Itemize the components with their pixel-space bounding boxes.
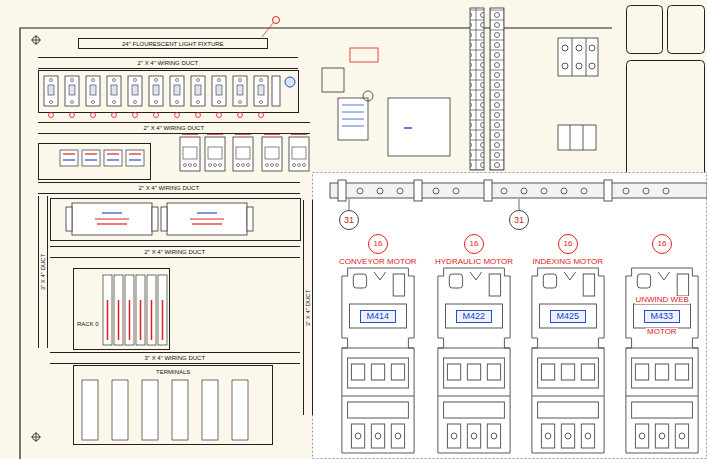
callout-number: 16: [470, 240, 479, 248]
light-fixture: 24" FLOURESCENT LIGHT FIXTURE: [78, 38, 268, 49]
motor-tag: M414: [360, 310, 397, 323]
terminal-strip: TERMINALS: [73, 365, 273, 445]
fixture-label: 24" FLOURESCENT LIGHT FIXTURE: [121, 41, 225, 47]
wiring-duct: 3" X 4" DUCT: [38, 196, 48, 348]
duct-label: 3" X 4" DUCT: [305, 288, 311, 327]
wiring-duct: 3" X 4" WIRING DUCT: [50, 352, 300, 364]
starter-label: MOTOR: [646, 328, 678, 336]
component: [322, 8, 598, 170]
relay-module: [60, 150, 144, 166]
callout-circle: [340, 211, 359, 230]
wiring-duct: 2" X 4" WIRING DUCT: [50, 246, 300, 258]
leader-line: [349, 199, 519, 210]
starter-label: UNWIND WEB: [635, 296, 690, 304]
duct-label: 3" X 4" WIRING DUCT: [144, 355, 207, 361]
title-box: [627, 6, 663, 54]
din-rail: [330, 180, 707, 201]
breaker-panel: [39, 71, 299, 113]
title-box: [627, 61, 705, 181]
terminal-label: TERMINALS: [155, 369, 191, 375]
plc-module: [103, 275, 167, 345]
relay-panel: [39, 144, 151, 180]
leader-line: [262, 23, 273, 37]
motor-starter: INDEXING MOTOR M425: [526, 254, 610, 457]
callout-number: 16: [564, 240, 573, 248]
power-supply-panel: [51, 199, 301, 241]
motor-starter: UNWIND WEB M433MOTOR: [620, 254, 704, 457]
wiring-duct: 2" X 4" WIRING DUCT: [38, 182, 300, 194]
terminal-block: [82, 380, 248, 440]
callout-number: 31: [344, 216, 354, 225]
indicator: [285, 77, 295, 87]
wiring-duct: 3" X 4" DUCT: [303, 200, 313, 415]
duct-label: 2" X 4" WIRING DUCT: [143, 125, 206, 131]
rack-label: RACK 0: [76, 321, 100, 327]
breaker-symbol: [272, 76, 280, 106]
plc-rack: RACK 0: [73, 268, 170, 350]
wiring-duct: 2" X 4" WIRING DUCT: [38, 122, 310, 134]
starter-label: HYDRAULIC MOTOR: [434, 258, 514, 266]
starter-label: CONVEYOR MOTOR: [338, 258, 418, 266]
motor-starter: HYDRAULIC MOTOR M422: [432, 254, 516, 457]
callout-number: 16: [374, 240, 383, 248]
duct-label: 2" X 4" WIRING DUCT: [138, 185, 201, 191]
title-box: [668, 6, 705, 54]
callout-circle: [369, 235, 672, 254]
duct-label: 2" X 4" WIRING DUCT: [137, 60, 200, 66]
detail-inset: [313, 173, 707, 459]
module-marking: [63, 154, 141, 160]
supply-marking: [95, 213, 224, 224]
callout-number: 31: [514, 216, 524, 225]
duct-label: 3" X 4" DUCT: [40, 253, 46, 292]
motor-tag: M422: [456, 310, 493, 323]
balloon: [273, 17, 280, 24]
starter-label: INDEXING MOTOR: [532, 258, 605, 266]
motor-tag: M425: [550, 310, 587, 323]
motor-tag: M433: [644, 310, 681, 323]
wiring-duct: 2" X 4" WIRING DUCT: [38, 57, 298, 69]
power-supply: [66, 203, 253, 235]
callout-number: 16: [658, 240, 667, 248]
duct-label: 2" X 4" WIRING DUCT: [144, 249, 207, 255]
callout-circle: [510, 211, 529, 230]
registration-mark: [31, 35, 41, 442]
motor-starter: CONVEYOR MOTOR M414: [336, 254, 420, 457]
